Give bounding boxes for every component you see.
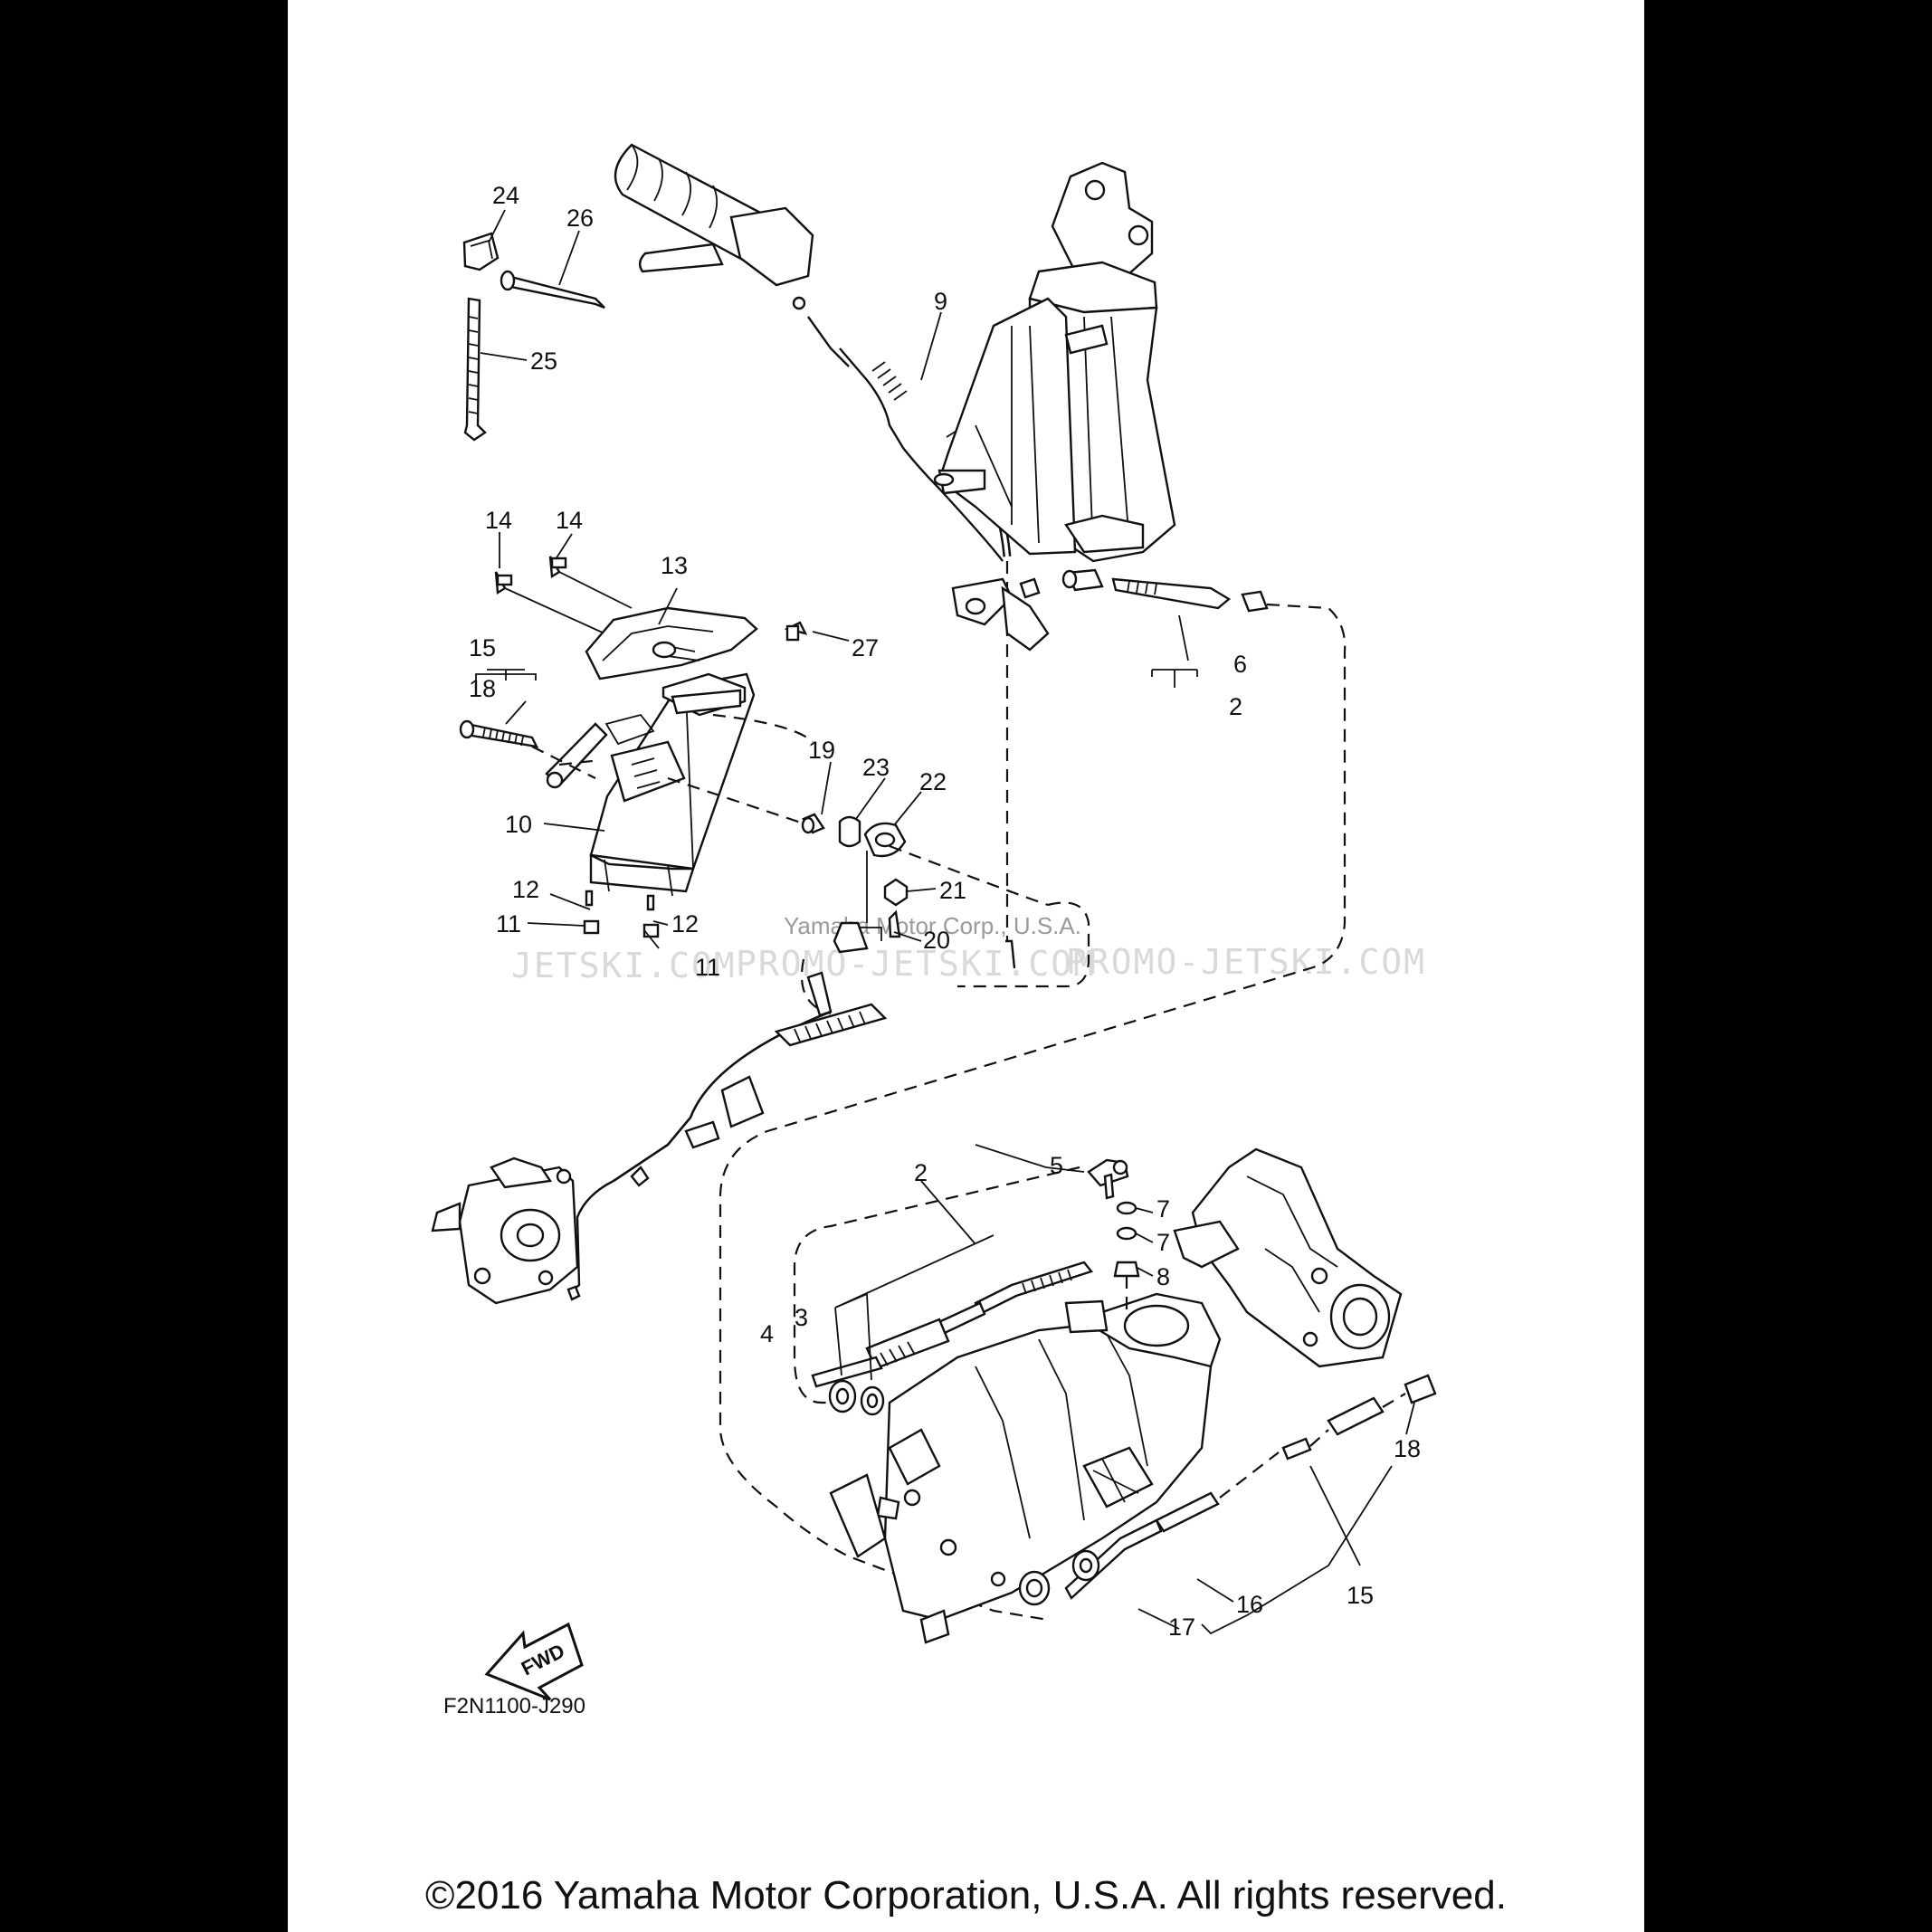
rivet xyxy=(500,270,605,309)
bolt-set xyxy=(459,719,539,748)
cable-tie xyxy=(463,297,487,442)
callout-23: 23 xyxy=(862,754,890,781)
callout-6: 6 xyxy=(1233,651,1247,678)
seal-washer xyxy=(828,1379,885,1416)
parts-diagram: JETSKI.COM PROMO-JETSKI.COM PROMO-JETSKI… xyxy=(431,143,1437,1718)
watermark-right: PROMO-JETSKI.COM xyxy=(1066,942,1426,982)
fwd-arrow-icon: FWD xyxy=(484,1622,584,1701)
callout-14b: 14 xyxy=(556,507,583,534)
screws xyxy=(494,556,808,642)
ball-joint-lower xyxy=(1087,1158,1129,1200)
callout-19: 19 xyxy=(808,737,835,764)
callout-27: 27 xyxy=(852,634,879,661)
copyright-notice: ©2016 Yamaha Motor Corporation, U.S.A. A… xyxy=(425,1873,1507,1918)
callout-labels: 24 26 25 9 14 14 13 15 18 27 19 23 22 10… xyxy=(469,182,1421,1641)
bracket xyxy=(545,672,756,897)
callout-8: 8 xyxy=(1156,1263,1170,1290)
pump-housing xyxy=(1173,1147,1403,1368)
shift-cable xyxy=(811,1261,1094,1388)
callout-11b: 11 xyxy=(695,954,720,981)
callout-5: 5 xyxy=(1050,1152,1063,1179)
ball-joint xyxy=(1061,568,1104,592)
handlebar-grip xyxy=(614,143,814,310)
callout-12b: 12 xyxy=(671,910,699,937)
callout-10: 10 xyxy=(505,811,532,838)
cable-clamp xyxy=(462,232,500,271)
callout-26: 26 xyxy=(566,205,594,232)
throttle-link-parts xyxy=(801,813,909,954)
callout-3: 3 xyxy=(795,1304,808,1331)
cover xyxy=(585,606,758,680)
callout-2b: 2 xyxy=(914,1159,928,1186)
callout-24: 24 xyxy=(492,182,519,209)
callout-15a: 15 xyxy=(469,634,496,661)
callout-13: 13 xyxy=(661,552,688,579)
diagram-sheet: JETSKI.COM PROMO-JETSKI.COM PROMO-JETSKI… xyxy=(288,0,1644,1932)
callout-22: 22 xyxy=(919,768,947,795)
steering-nozzle xyxy=(933,161,1176,652)
callout-4: 4 xyxy=(760,1320,774,1347)
callout-25: 25 xyxy=(530,347,557,375)
nuts xyxy=(583,890,660,938)
callout-18a: 18 xyxy=(469,675,496,702)
callout-18b: 18 xyxy=(1394,1435,1421,1462)
callout-2a: 2 xyxy=(1229,693,1242,720)
callout-17: 17 xyxy=(1168,1613,1195,1641)
diagram-code: F2N1100-J290 xyxy=(443,1694,585,1718)
callout-16: 16 xyxy=(1236,1591,1263,1618)
oil-seal xyxy=(1018,1549,1100,1606)
callout-14a: 14 xyxy=(485,507,512,534)
callout-11a: 11 xyxy=(496,910,521,937)
watermark-left: JETSKI.COM xyxy=(511,946,737,985)
engine-block xyxy=(829,1292,1222,1644)
callout-12a: 12 xyxy=(512,876,539,903)
watermark-small: Yamaha Motor Corp., U.S.A. xyxy=(784,912,1081,939)
leaders xyxy=(475,209,1415,1635)
callout-20: 20 xyxy=(923,927,950,954)
watermark-mid: PROMO-JETSKI.COM xyxy=(736,944,1096,984)
callout-7b: 7 xyxy=(1156,1229,1170,1256)
lower-cable xyxy=(566,958,888,1301)
callout-9: 9 xyxy=(934,288,947,315)
steering-cable-end xyxy=(1111,577,1269,613)
callout-15b: 15 xyxy=(1347,1582,1374,1609)
washers xyxy=(1113,1201,1140,1278)
callout-21: 21 xyxy=(939,877,966,904)
throttle-body xyxy=(431,1156,579,1305)
callout-7a: 7 xyxy=(1156,1195,1170,1223)
